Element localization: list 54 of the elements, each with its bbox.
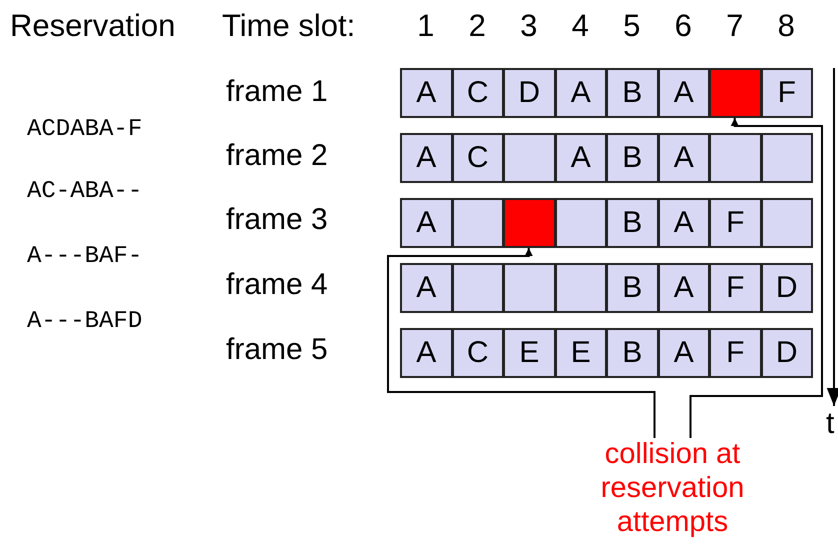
collision-slot-cell — [709, 68, 762, 118]
slot-cell: A — [400, 198, 452, 248]
slot-number: 2 — [468, 10, 486, 41]
slot-cell: C — [452, 328, 504, 378]
slot-cell: A — [658, 68, 710, 118]
frame-label: frame 2 — [226, 141, 328, 171]
slot-cell: A — [400, 263, 452, 313]
slot-cell: B — [606, 68, 658, 118]
reservation-string: AC-ABA-- — [27, 180, 142, 204]
heading: Reservation — [10, 10, 176, 41]
frame-label: frame 5 — [226, 335, 328, 365]
slot-cell: B — [606, 198, 658, 248]
reservation-string: ACDABA-F — [27, 118, 142, 142]
frame-label: frame 4 — [226, 270, 328, 300]
slot-cell: A — [658, 328, 710, 378]
slot-cell: E — [554, 328, 607, 378]
callout-text: collision at reservation attempts — [570, 438, 775, 540]
slot-cell: F — [709, 198, 762, 248]
reservation-string: A---BAF- — [27, 245, 142, 269]
slot-cell: B — [606, 263, 658, 313]
slot-cell: D — [760, 263, 813, 313]
arrow — [690, 118, 823, 438]
slot-cell: A — [554, 133, 607, 183]
slot-cell: F — [709, 263, 762, 313]
slot-cell: C — [452, 133, 504, 183]
slot-cell: A — [400, 68, 452, 118]
slot-number: 4 — [572, 10, 589, 41]
slot-cell: A — [658, 263, 710, 313]
slot-cell: B — [606, 133, 658, 183]
collision-slot-cell — [503, 198, 556, 248]
slot-cell: E — [503, 328, 556, 378]
reservation-string: A---BAFD — [27, 310, 142, 334]
frame-label: frame 1 — [226, 77, 328, 107]
heading: Time slot: — [222, 10, 356, 41]
slot-cell: A — [400, 133, 452, 183]
slot-cell: B — [606, 328, 658, 378]
slot-cell: D — [503, 68, 556, 118]
slot-number: 7 — [726, 10, 744, 41]
slot-cell: A — [400, 328, 452, 378]
slot-number: 5 — [623, 10, 640, 41]
arrow — [387, 248, 656, 438]
slot-number: 3 — [520, 10, 538, 41]
slot-number: 8 — [778, 10, 795, 41]
slot-cell: C — [452, 68, 504, 118]
slot-cell: A — [658, 198, 710, 248]
slot-number: 1 — [417, 10, 434, 41]
frame-label: frame 3 — [226, 205, 328, 235]
slot-cell: A — [554, 68, 607, 118]
time-axis-label: t — [826, 409, 834, 439]
slot-cell: A — [658, 133, 710, 183]
slot-cell: D — [760, 328, 813, 378]
slot-number: 6 — [674, 10, 692, 41]
slot-cell: F — [760, 68, 813, 118]
slot-cell: F — [709, 328, 762, 378]
